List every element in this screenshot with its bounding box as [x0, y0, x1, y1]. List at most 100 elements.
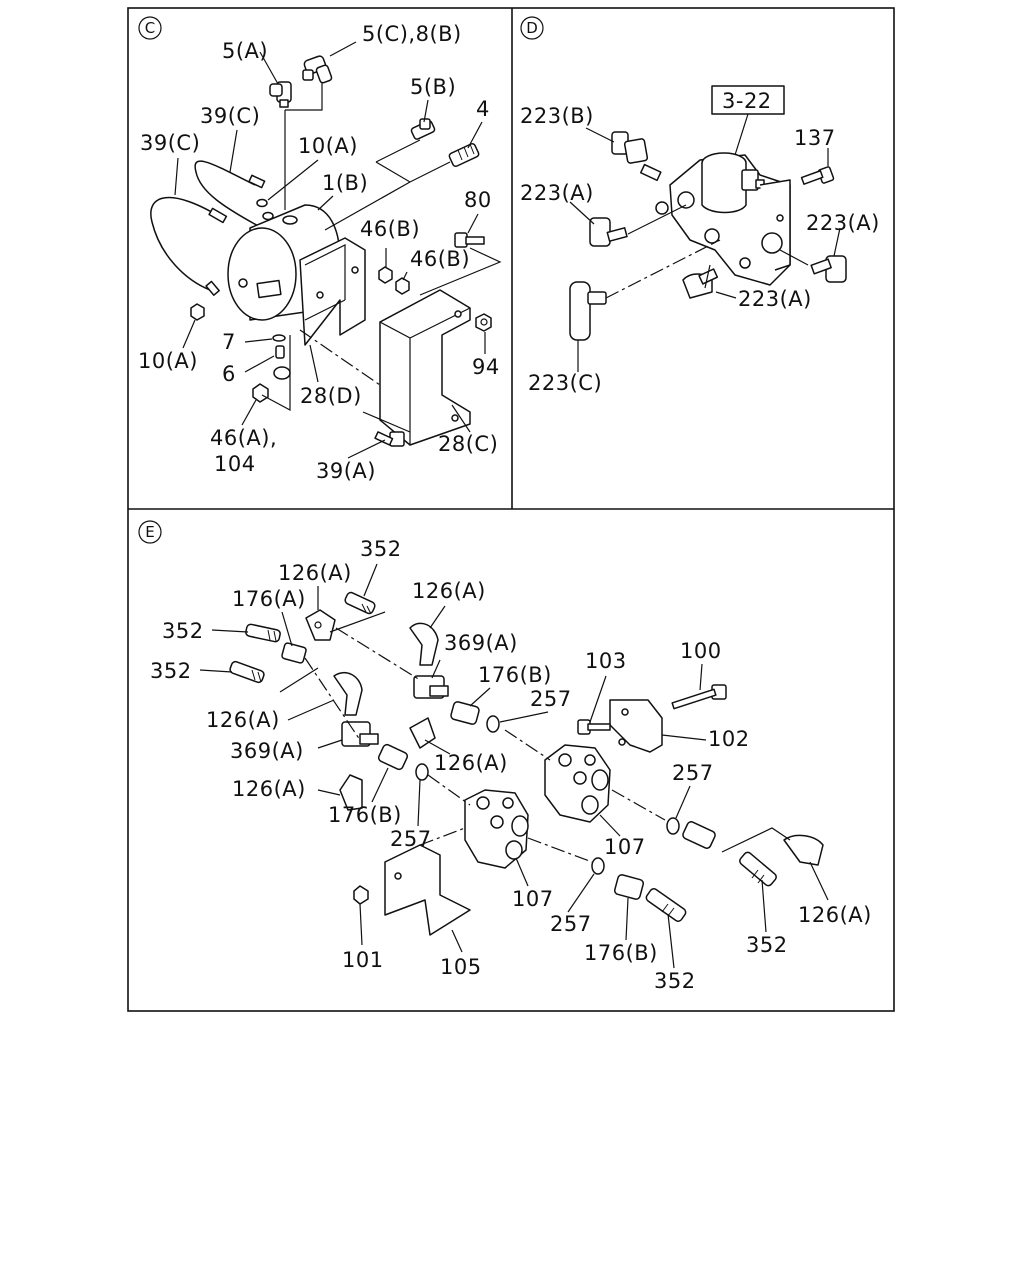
elbow-126a-6 [783, 834, 824, 866]
leader [833, 227, 841, 257]
nut-46b [378, 266, 393, 284]
leader [244, 338, 273, 343]
bracket-hole [776, 214, 784, 222]
callout-223b: 223(B) [520, 104, 594, 128]
leader [174, 157, 179, 196]
bracket-hole [351, 266, 359, 274]
callout-100: 100 [680, 639, 722, 663]
callout-10a-bottom: 10(A) [138, 349, 198, 373]
valve-port [584, 754, 596, 766]
panel-frames [127, 7, 895, 1012]
nut-46a [252, 383, 269, 403]
hose-end [205, 280, 220, 296]
connector-352-c [229, 660, 265, 684]
callout-126a-5: 126(A) [232, 777, 306, 801]
callout-5a: 5(A) [222, 39, 268, 63]
callout-223c: 223(C) [528, 371, 602, 395]
centerline [299, 329, 381, 386]
washer-257 [591, 857, 605, 875]
callout-369a-bottom: 369(A) [230, 739, 304, 763]
callout-4: 4 [476, 97, 490, 121]
bolt-100 [671, 684, 727, 710]
callout-352-bottom: 352 [654, 969, 696, 993]
leader [467, 121, 483, 149]
callout-6: 6 [222, 362, 236, 386]
callout-94: 94 [472, 355, 500, 379]
callout-137: 137 [794, 126, 836, 150]
centerline [335, 627, 421, 681]
hose-upper [194, 160, 263, 229]
callout-352-left: 352 [162, 619, 204, 643]
callout-39c-upper: 39(C) [200, 104, 260, 128]
fitting-176a [281, 642, 307, 664]
fitting-176b-right [682, 821, 716, 849]
leader [329, 41, 357, 57]
callout-257-mid: 257 [390, 827, 432, 851]
leader [721, 827, 791, 853]
leader [467, 213, 479, 234]
callout-80: 80 [464, 188, 492, 212]
elbow-126a-1 [305, 609, 336, 641]
fitting-5b [410, 118, 436, 140]
leader [309, 344, 319, 383]
callout-5b: 5(B) [410, 75, 456, 99]
valve-port [573, 771, 587, 785]
elbow-126a-3 [333, 671, 363, 716]
bracket-hole [316, 291, 324, 299]
tee-fitting-223c [569, 281, 607, 341]
hose-end [248, 174, 266, 189]
elbow-fitting-223a-right [810, 255, 847, 283]
leader [585, 127, 615, 143]
leader [241, 399, 257, 426]
washer-257 [486, 715, 500, 733]
tee-369a-bottom [341, 721, 379, 747]
leader [375, 139, 451, 183]
valve-cylinder [701, 163, 747, 214]
bracket-hole [394, 872, 402, 880]
leader [279, 667, 319, 693]
washer-257 [666, 817, 680, 835]
drain-cock-6 [273, 345, 291, 380]
callout-126a-3: 126(A) [206, 708, 280, 732]
panel-c-labels: 5(A) 5(C),8(B) 5(B) 4 39(C) 39(C) 10(A) … [138, 22, 500, 483]
callout-176b-bottom: 176(B) [584, 941, 658, 965]
leader [419, 247, 502, 296]
valve-port [655, 201, 669, 215]
tank-drain-port [238, 278, 248, 288]
callout-ref-3-22: 3-22 [722, 89, 772, 113]
callout-352-top: 352 [360, 537, 402, 561]
centerline [605, 239, 721, 299]
elbow-fitting-223b [611, 131, 662, 182]
air-tank-end-cap [227, 227, 297, 321]
callout-257-right: 257 [672, 761, 714, 785]
centerline [304, 657, 361, 741]
callout-28c: 28(C) [438, 432, 498, 456]
leader [715, 291, 737, 299]
callout-39a: 39(A) [316, 459, 376, 483]
hose-end [208, 207, 228, 224]
panel-d-drawing [569, 85, 847, 372]
bolt-39a [374, 431, 405, 447]
callout-102: 102 [708, 727, 750, 751]
tee-fitting-5c [302, 55, 333, 84]
air-tank-label-plate [256, 279, 282, 299]
callout-257-top: 257 [530, 687, 572, 711]
leader [347, 439, 386, 459]
bracket-hole [618, 738, 626, 746]
callout-369a-top: 369(A) [444, 631, 518, 655]
panel-e-labels: 352 126(A) 176(A) 126(A) 352 369(A) 352 … [150, 537, 871, 993]
panel-c-drawing [150, 41, 502, 459]
plug-10a [256, 198, 268, 208]
callout-126a-4: 126(A) [434, 751, 508, 775]
connector-352-e [645, 888, 687, 922]
leader [402, 271, 408, 281]
leader [362, 411, 411, 433]
valve-outlet [511, 815, 529, 837]
valve-outlet [581, 795, 599, 815]
panel-id-c-text: C [145, 19, 155, 37]
valve-port [490, 815, 504, 829]
callout-10a-top: 10(A) [298, 134, 358, 158]
bolt-137 [800, 166, 835, 185]
panel-d-labels: 223(B) 3-22 137 223(A) 223(A) 223(A) 223… [520, 89, 879, 395]
